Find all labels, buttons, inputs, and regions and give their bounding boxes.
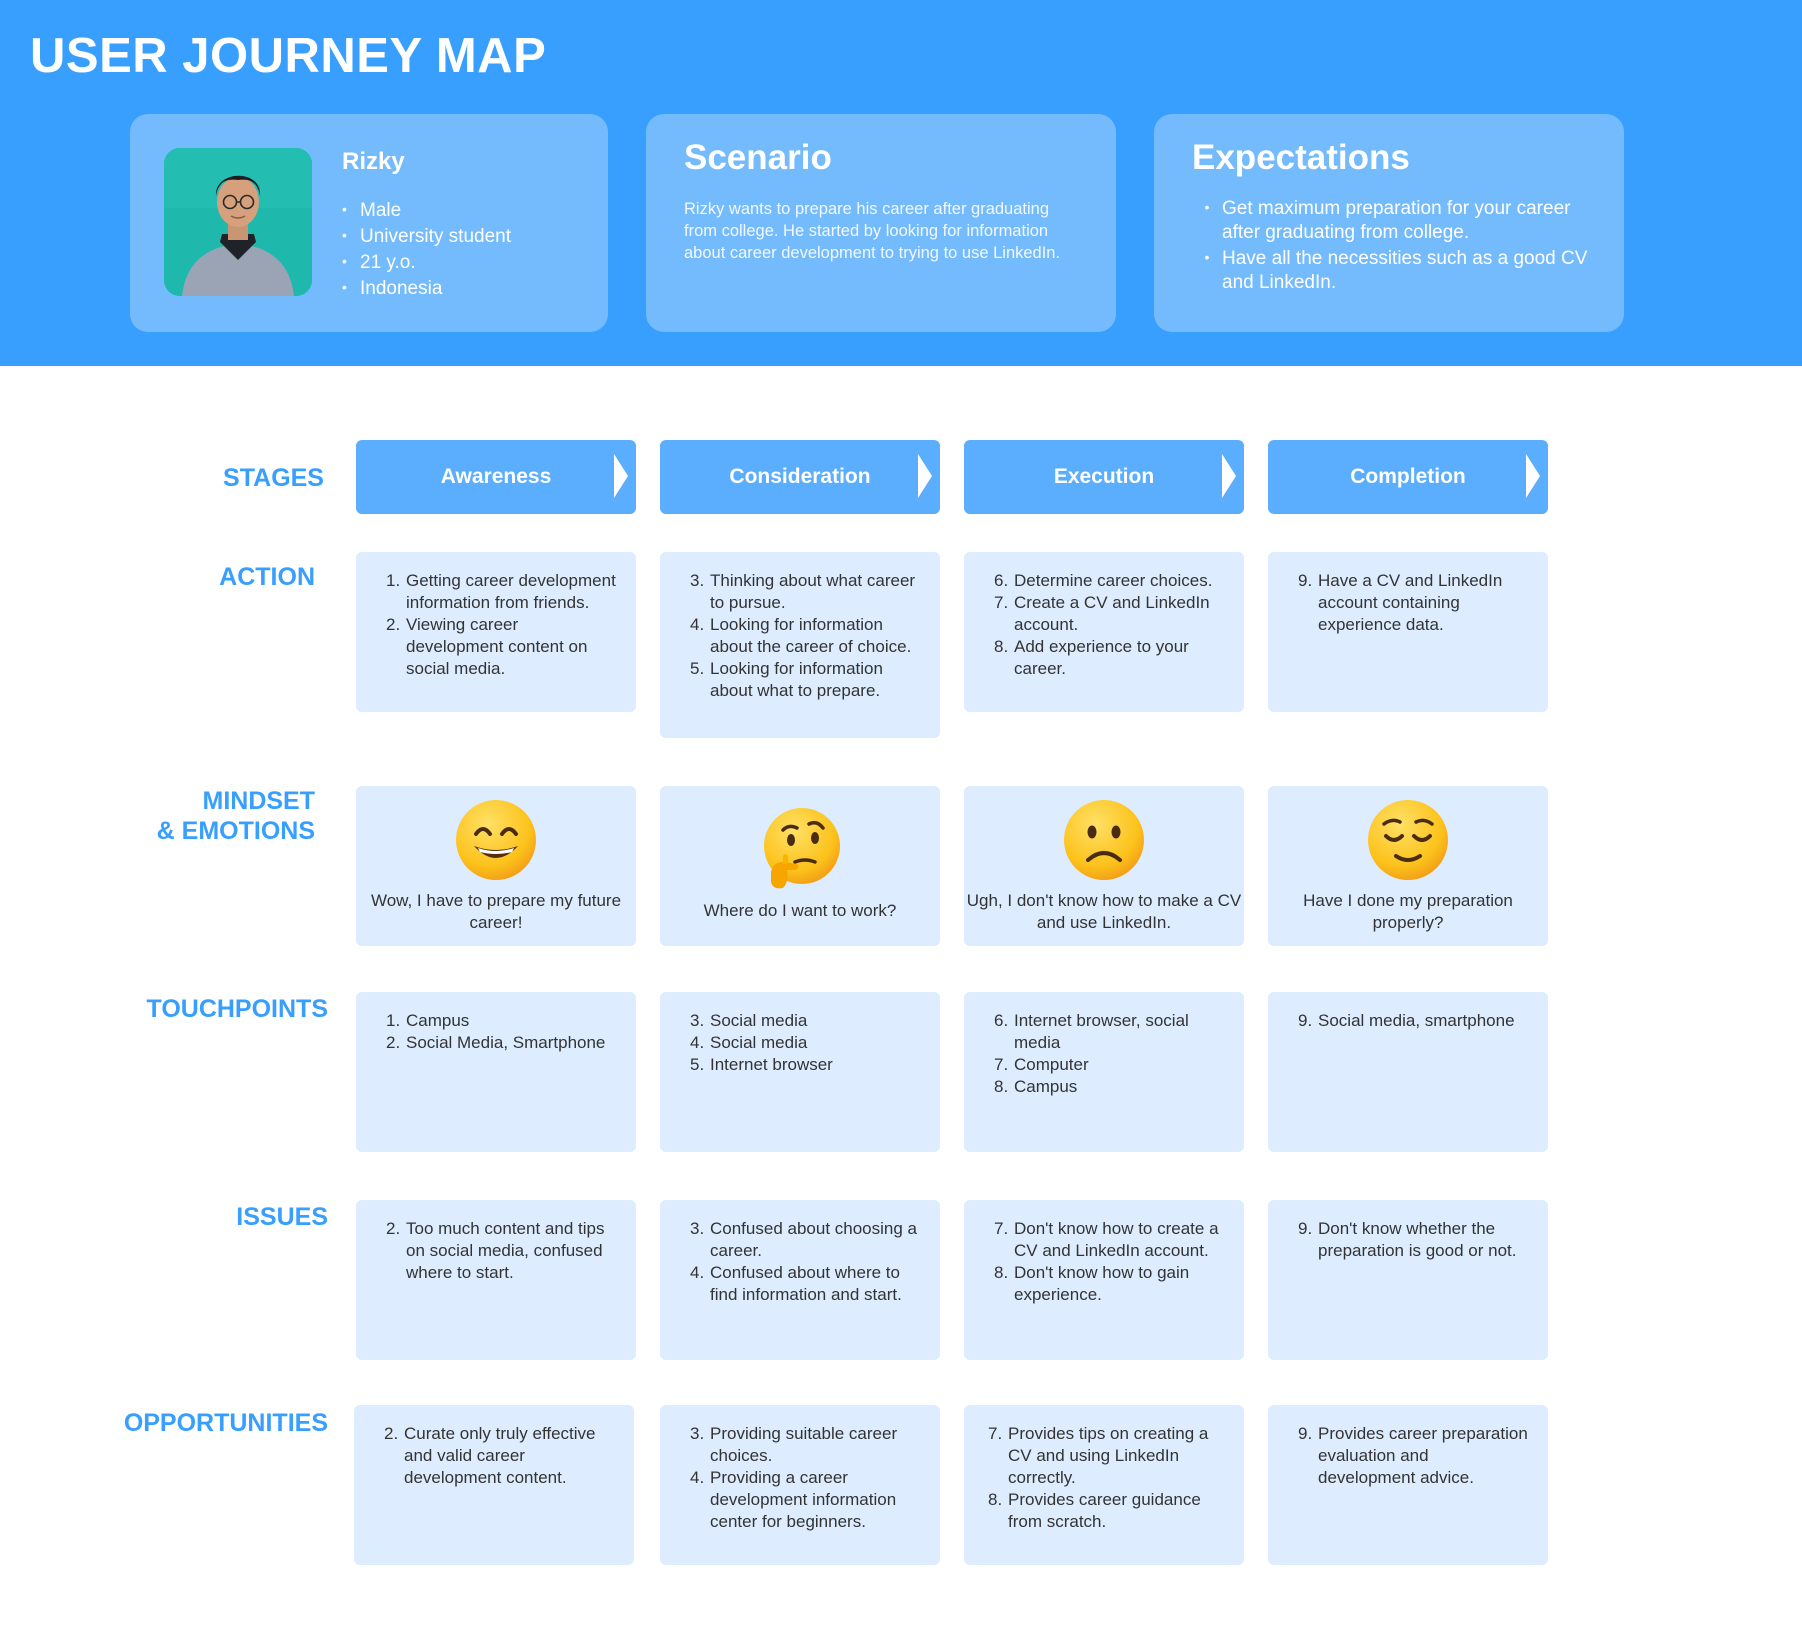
issue-cell-completion: 9.Don't know whether the preparation is … bbox=[1268, 1200, 1548, 1360]
emotion-cell-consideration: Where do I want to work? bbox=[660, 786, 940, 946]
touchpoint-cell-awareness: 1.Campus 2.Social Media, Smartphone bbox=[356, 992, 636, 1152]
scenario-card: Scenario Rizky wants to prepare his care… bbox=[646, 114, 1116, 332]
issue-cell-execution: 7.Don't know how to create a CV and Link… bbox=[964, 1200, 1244, 1360]
relieved-face-icon bbox=[1368, 800, 1448, 880]
stage-execution: Execution bbox=[964, 440, 1244, 514]
list-item: 6.Internet browser, social media bbox=[994, 1011, 1189, 1052]
issue-cell-consideration: 3.Confused about choosing a career. 4.Co… bbox=[660, 1200, 940, 1360]
issue-cell-awareness: 2.Too much content and tips on social me… bbox=[356, 1200, 636, 1360]
chevron-right-icon bbox=[1526, 454, 1540, 498]
touchpoint-cell-consideration: 3.Social media 4.Social media 5.Internet… bbox=[660, 992, 940, 1152]
list-item: 9.Have a CV and LinkedIn account contain… bbox=[1298, 571, 1503, 634]
list-item: 8.Add experience to your career. bbox=[994, 637, 1189, 678]
list-item: 1.Getting career development information… bbox=[386, 571, 616, 612]
list-item: 2.Too much content and tips on social me… bbox=[386, 1219, 605, 1282]
opportunity-cell-awareness: 2.Curate only truly effective and valid … bbox=[354, 1405, 634, 1565]
opportunity-cell-execution: 7.Provides tips on creating a CV and usi… bbox=[964, 1405, 1244, 1565]
expectations-list: Get maximum preparation for your career … bbox=[1192, 195, 1602, 295]
row-label-issues: ISSUES bbox=[236, 1203, 328, 1231]
list-item: 3.Thinking about what career to pursue. bbox=[690, 571, 916, 612]
expectations-card: Expectations Get maximum preparation for… bbox=[1154, 114, 1624, 332]
stage-awareness: Awareness bbox=[356, 440, 636, 514]
list-item: 7.Provides tips on creating a CV and usi… bbox=[988, 1424, 1209, 1487]
emotion-text: Ugh, I don't know how to make a CV and u… bbox=[966, 891, 1242, 932]
list-item: 8.Provides career guidance from scratch. bbox=[988, 1490, 1201, 1531]
list-item: 9.Provides career preparation evaluation… bbox=[1298, 1424, 1528, 1487]
opportunity-cell-completion: 9.Provides career preparation evaluation… bbox=[1268, 1405, 1548, 1565]
list-item: 7.Create a CV and LinkedIn account. bbox=[994, 593, 1210, 634]
list-item: 8.Don't know how to gain experience. bbox=[994, 1263, 1190, 1304]
stage-label: Consideration bbox=[729, 465, 871, 488]
persona-card: Rizky Male University student 21 y.o. In… bbox=[130, 114, 608, 332]
chevron-right-icon bbox=[1222, 454, 1236, 498]
list-item: 9.Don't know whether the preparation is … bbox=[1298, 1219, 1517, 1260]
row-label-opportunities: OPPORTUNITIES bbox=[123, 1409, 328, 1437]
chevron-right-icon bbox=[918, 454, 932, 498]
expectation-item: Have all the necessities such as a good … bbox=[1192, 245, 1602, 295]
list-item: 8.Campus bbox=[994, 1077, 1078, 1096]
expectations-title: Expectations bbox=[1192, 138, 1410, 177]
row-label-touchpoints: TOUCHPOINTS bbox=[146, 995, 329, 1023]
emotion-cell-awareness: Wow, I have to prepare my future career! bbox=[356, 786, 636, 946]
expectation-item: Get maximum preparation for your career … bbox=[1192, 195, 1602, 245]
thinking-face-icon bbox=[764, 808, 840, 889]
list-item: 2.Curate only truly effective and valid … bbox=[384, 1424, 596, 1487]
frowning-face-icon bbox=[1064, 800, 1144, 880]
action-cell-consideration: 3.Thinking about what career to pursue. … bbox=[660, 552, 940, 738]
persona-traits: Male University student 21 y.o. Indonesi… bbox=[342, 197, 511, 301]
stage-label: Execution bbox=[1053, 465, 1155, 488]
list-item: 6.Determine career choices. bbox=[994, 571, 1213, 590]
row-label-mindset: MINDSET & EMOTIONS bbox=[156, 787, 315, 845]
touchpoint-cell-completion: 9.Social media, smartphone bbox=[1268, 992, 1548, 1152]
list-item: 2.Viewing career development content on … bbox=[386, 615, 588, 678]
stage-completion: Completion bbox=[1268, 440, 1548, 514]
list-item: 2.Social Media, Smartphone bbox=[386, 1033, 606, 1052]
scenario-title: Scenario bbox=[684, 138, 832, 177]
scenario-text: Rizky wants to prepare his career after … bbox=[684, 200, 1061, 262]
action-cell-completion: 9.Have a CV and LinkedIn account contain… bbox=[1268, 552, 1548, 712]
list-item: 9.Social media, smartphone bbox=[1298, 1011, 1515, 1030]
touchpoint-cell-execution: 6.Internet browser, social media 7.Compu… bbox=[964, 992, 1244, 1152]
page-title: USER JOURNEY MAP bbox=[30, 29, 547, 83]
list-item: 5.Looking for information about what to … bbox=[690, 659, 883, 700]
list-item: 4.Providing a career development informa… bbox=[690, 1468, 897, 1531]
list-item: 7.Computer bbox=[994, 1055, 1089, 1074]
list-item: 3.Confused about choosing a career. bbox=[690, 1219, 917, 1260]
stage-consideration: Consideration bbox=[660, 440, 940, 514]
row-label-stages: STAGES bbox=[223, 464, 324, 492]
list-item: 5.Internet browser bbox=[690, 1055, 833, 1074]
grinning-face-icon bbox=[456, 800, 536, 880]
list-item: 4.Social media bbox=[690, 1033, 808, 1052]
list-item: 7.Don't know how to create a CV and Link… bbox=[994, 1219, 1219, 1260]
list-item: 1.Campus bbox=[386, 1011, 470, 1030]
row-label-action: ACTION bbox=[219, 563, 315, 591]
chevron-right-icon bbox=[614, 454, 628, 498]
emotion-text: Where do I want to work? bbox=[703, 901, 897, 920]
emotion-cell-execution: Ugh, I don't know how to make a CV and u… bbox=[964, 786, 1244, 946]
avatar bbox=[164, 148, 312, 296]
opportunity-cell-consideration: 3.Providing suitable career choices. 4.P… bbox=[660, 1405, 940, 1565]
list-item: 4.Confused about where to find informati… bbox=[690, 1263, 902, 1304]
stage-label: Completion bbox=[1350, 465, 1466, 488]
emotion-text: Wow, I have to prepare my future career! bbox=[370, 891, 622, 932]
list-item: 3.Social media bbox=[690, 1011, 808, 1030]
list-item: 3.Providing suitable career choices. bbox=[690, 1424, 898, 1465]
stage-label: Awareness bbox=[440, 465, 552, 488]
action-cell-awareness: 1.Getting career development information… bbox=[356, 552, 636, 712]
persona-trait: 21 y.o. bbox=[342, 249, 511, 275]
persona-trait: Indonesia bbox=[342, 275, 511, 301]
header-banner: USER JOURNEY MAP Rizky Male University s… bbox=[0, 0, 1802, 366]
action-cell-execution: 6.Determine career choices. 7.Create a C… bbox=[964, 552, 1244, 712]
list-item: 4.Looking for information about the care… bbox=[690, 615, 912, 656]
persona-name: Rizky bbox=[342, 148, 405, 175]
emotion-cell-completion: Have I done my preparation properly? bbox=[1268, 786, 1548, 946]
persona-trait: Male bbox=[342, 197, 511, 223]
emotion-text: Have I done my preparation properly? bbox=[1303, 891, 1513, 932]
persona-trait: University student bbox=[342, 223, 511, 249]
